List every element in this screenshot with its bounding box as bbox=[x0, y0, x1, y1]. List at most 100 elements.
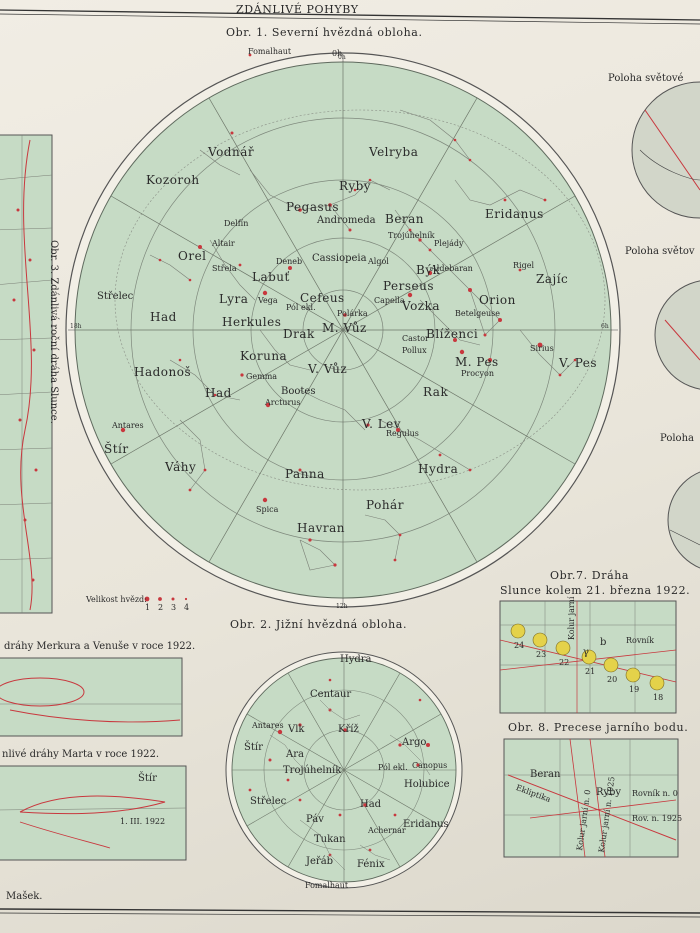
velryba-label: Velryba bbox=[369, 145, 419, 159]
deneb-label: Deneb bbox=[276, 257, 303, 266]
pegasus-label: Pegasus bbox=[286, 200, 340, 214]
altair-label: Altair bbox=[212, 239, 235, 248]
s-canopus-label: Canopus bbox=[412, 761, 448, 770]
svg-text:12h: 12h bbox=[336, 603, 348, 610]
sun-day-24: 24 bbox=[514, 641, 525, 650]
procyon-label: Procyon bbox=[461, 369, 494, 378]
s-tukan-label: Tukan bbox=[314, 834, 346, 845]
vozka-label: Vozka bbox=[402, 299, 441, 313]
fig8-title: Obr. 8. Precese jarního bodu. bbox=[508, 721, 689, 734]
gemma-label: Gemma bbox=[246, 372, 278, 381]
s-achernar-label: Achernar bbox=[368, 826, 406, 835]
ryby-label: Ryby bbox=[339, 179, 372, 193]
s-stir-label: Štír bbox=[244, 742, 263, 753]
fig8-rov1925-label: Rov. n. 1925 bbox=[632, 814, 683, 823]
rak-label: Rak bbox=[423, 385, 449, 399]
cassiopeia-label: Cassiopeia bbox=[312, 253, 367, 264]
bootes-label: Bootes bbox=[281, 386, 316, 397]
s-kriz-label: Kříž bbox=[338, 724, 359, 735]
arcturus-label: Arcturus bbox=[265, 398, 301, 407]
fig8-beran-label: Beran bbox=[530, 769, 561, 780]
s-vlk-label: Vlk bbox=[288, 724, 305, 735]
fig2-title: Obr. 2. Jižní hvězdná obloha. bbox=[230, 618, 408, 631]
zajic-label: Zajíc bbox=[536, 272, 569, 286]
fig8-ryby-label: Ryby bbox=[596, 787, 622, 798]
s-eridanus-label: Eridanus bbox=[403, 819, 449, 830]
capella-label: Capella bbox=[374, 296, 405, 305]
pohar-label: Pohár bbox=[366, 498, 404, 512]
fig7-b-label: b bbox=[600, 637, 607, 648]
m-pes-label: M. Pes bbox=[455, 355, 499, 369]
lyra-label: Lyra bbox=[219, 292, 249, 306]
s-strelec-label: Střelec bbox=[250, 796, 287, 807]
s-pol-ekl-label: Pól ekl. bbox=[378, 763, 408, 772]
magnitude-legend-label: Velikost hvězd: bbox=[86, 595, 147, 604]
mars-stir-label: Štír bbox=[138, 773, 157, 784]
s-argo-label: Argo bbox=[402, 737, 427, 748]
orel-label: Orel bbox=[178, 249, 207, 263]
v-pes-label: V. Pes bbox=[559, 356, 597, 370]
pol-ekl-label: Pól ekl. bbox=[286, 303, 316, 312]
svg-text:18h: 18h bbox=[70, 323, 82, 330]
polarka-label: Polárka bbox=[337, 309, 368, 318]
svg-text:6h: 6h bbox=[601, 323, 609, 330]
celestial-globes bbox=[631, 81, 700, 569]
sun-day-21: 21 bbox=[585, 667, 596, 676]
fig1-title: Obr. 1. Severní hvězdná obloha. bbox=[226, 26, 423, 39]
fig3-title: Obr. 3. Zdánlivá roční dráha Slunce. bbox=[48, 240, 59, 424]
castor-label: Castor bbox=[402, 334, 429, 343]
merkur-venus-title: dráhy Merkura a Venuše v roce 1922. bbox=[4, 641, 196, 652]
mercury-venus-panel bbox=[0, 657, 183, 737]
betelgeuse-label: Betelgeuse bbox=[455, 309, 500, 318]
sun-day-18: 18 bbox=[653, 693, 664, 702]
pollux-label: Pollux bbox=[402, 346, 427, 355]
hadonos-label: Hadonoš bbox=[134, 365, 192, 379]
panna-label: Panna bbox=[285, 467, 325, 481]
sun-day-22: 22 bbox=[559, 658, 570, 667]
ra-0h-label: 0h bbox=[332, 49, 343, 58]
s-fenix-label: Fénix bbox=[357, 859, 385, 870]
had-top-label: Had bbox=[150, 310, 177, 324]
fig7-title-line1: Obr.7. Dráha bbox=[550, 569, 630, 582]
southern-sky-map bbox=[225, 651, 463, 889]
havran-label: Havran bbox=[297, 521, 346, 535]
footer-credit: Mašek. bbox=[6, 891, 43, 902]
mars-panel bbox=[0, 765, 187, 861]
fig7-gamma-label: γ bbox=[583, 647, 589, 658]
northern-sky-map: 0h 6h 12h 18h bbox=[65, 52, 621, 610]
magnitude-4: 4 bbox=[184, 603, 190, 612]
s-fomalhaut-label: Fomalhaut bbox=[305, 881, 349, 890]
s-jerab-label: Jeřáb bbox=[306, 856, 334, 867]
s-hydra-label: Hydra bbox=[340, 654, 372, 665]
spica-label: Spica bbox=[256, 505, 279, 514]
hydra-label: Hydra bbox=[418, 462, 459, 476]
magnitude-legend-stars bbox=[144, 596, 188, 602]
trojuhelnik-label: Trojúhelník bbox=[388, 231, 435, 240]
sun-day-23: 23 bbox=[536, 650, 547, 659]
byk-label: Býk bbox=[416, 263, 441, 277]
v-vuz-label: V. Vůz bbox=[308, 362, 348, 376]
orion-label: Orion bbox=[479, 293, 516, 307]
s-antares-label: Antares bbox=[252, 721, 284, 730]
eridanus-label: Eridanus bbox=[485, 207, 544, 221]
s-pav-label: Páv bbox=[306, 814, 324, 825]
magnitude-1: 1 bbox=[145, 603, 151, 612]
koruna-label: Koruna bbox=[240, 349, 288, 363]
s-ara-label: Ara bbox=[286, 749, 304, 760]
fomalhaut-label: Fomalhaut bbox=[248, 47, 292, 56]
sun-path-1922-chart bbox=[499, 600, 677, 714]
mars-title: nlivé dráhy Marta v roce 1922. bbox=[2, 749, 160, 760]
fig7-kolur-label: Kolur jarní bbox=[567, 596, 576, 640]
aldebaran-label: Aldebaran bbox=[431, 264, 473, 273]
magnitude-2: 2 bbox=[158, 603, 164, 612]
svg-text:0h: 0h bbox=[338, 54, 346, 61]
sun-path-strip bbox=[0, 134, 53, 614]
stir-label: Štír bbox=[104, 442, 129, 456]
regulus-label: Regulus bbox=[386, 429, 419, 438]
sirius-label: Sirius bbox=[530, 344, 554, 353]
s-holubice-label: Holubice bbox=[404, 779, 450, 790]
herkules-label: Herkules bbox=[222, 315, 282, 329]
magnitude-3: 3 bbox=[171, 603, 177, 612]
andromeda-label: Andromeda bbox=[317, 215, 376, 226]
beran-label: Beran bbox=[385, 212, 425, 226]
